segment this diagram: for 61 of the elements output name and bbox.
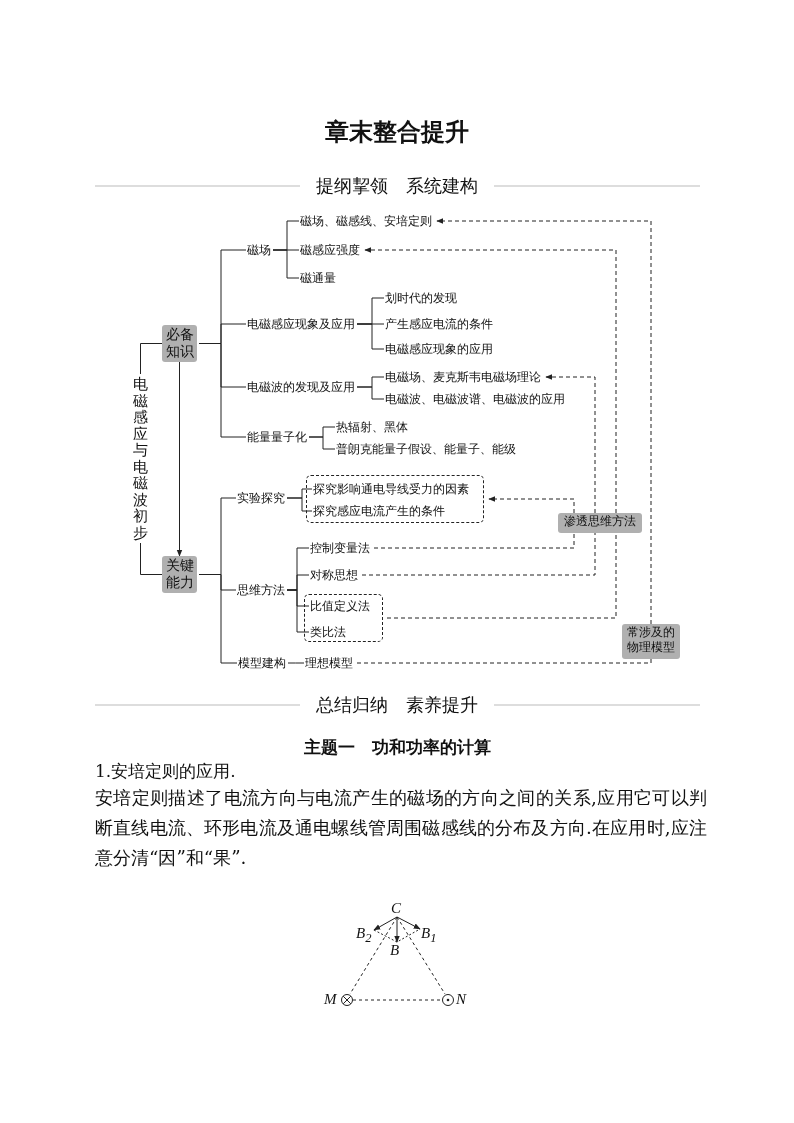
connector-line <box>176 361 183 557</box>
connector-line <box>308 436 336 450</box>
connector-line <box>287 662 305 664</box>
category-box: 关键能力 <box>162 556 197 593</box>
connector-line <box>140 542 163 575</box>
topic-label: 实验探究 <box>237 490 285 506</box>
body-paragraph: 安培定则描述了电流方向与电流产生的磁场的方向之间的关系,应用它可以判断直线电流、环形电流及通电螺线管周围磁感线的分布及方向.在应用时,应注意分清“因”和“果”. <box>95 786 707 870</box>
topic-label: 控制变量法 <box>310 540 370 556</box>
dashed-group-box <box>304 594 383 642</box>
point-label: N <box>456 991 466 1008</box>
dashed-connector <box>361 532 596 576</box>
dashed-connector <box>545 374 596 514</box>
topic-label: 普朗克能量子假设、能量子、能级 <box>336 441 516 457</box>
point-label: M <box>324 991 337 1008</box>
topic-label: 热辐射、黑体 <box>336 419 408 435</box>
connector-line <box>286 589 310 633</box>
topic-label: 思维方法 <box>237 582 285 598</box>
topic-label: 对称思想 <box>310 567 358 583</box>
section-heading: 总结归纳 素养提升 <box>315 695 479 715</box>
category-box: 渗透思维方法 <box>558 513 642 533</box>
dashed-connector <box>364 247 617 514</box>
dashed-group-box <box>306 475 484 523</box>
topic-label: 电磁波的发现及应用 <box>247 379 355 395</box>
point-label: B$_{2}$ <box>356 925 372 946</box>
point-label: B$_{1}$ <box>421 925 437 946</box>
point-label: B <box>390 942 400 959</box>
connector-line <box>286 497 313 512</box>
topic-label: 划时代的发现 <box>385 290 457 306</box>
topic-label: 能量量子化 <box>247 429 307 445</box>
dashed-connector <box>373 532 575 549</box>
topic-label: 类比法 <box>310 624 346 640</box>
topic-heading: 主题一 功和功率的计算 <box>302 736 492 759</box>
connector-line <box>140 343 163 375</box>
dashed-connector <box>436 218 652 625</box>
topic-label: 探究影响通电导线受力的因素 <box>313 481 469 497</box>
topic-label: 电磁感应现象及应用 <box>247 316 355 332</box>
topic-label: 磁场 <box>247 242 271 258</box>
point-label: C <box>391 900 401 917</box>
connector-line <box>356 386 385 400</box>
topic-label: 磁通量 <box>300 270 336 286</box>
topic-label: 产生感应电流的条件 <box>385 316 493 332</box>
topic-label: 磁感应强度 <box>300 242 360 258</box>
topic-label: 比值定义法 <box>310 598 370 614</box>
page-title: 章末整合提升 <box>324 116 470 148</box>
topic-label: 探究感应电流产生的条件 <box>313 503 445 519</box>
connector-line <box>356 323 385 350</box>
category-box: 必备知识 <box>162 325 197 362</box>
dashed-connector <box>386 532 617 619</box>
topic-label: 电磁场、麦克斯韦电磁场理论 <box>385 369 541 385</box>
topic-label: 模型建构 <box>238 655 286 671</box>
dashed-connector <box>488 496 575 514</box>
dashed-connector <box>356 658 652 664</box>
topic-label: 理想模型 <box>305 655 353 671</box>
section-heading: 提纲挈领 系统建构 <box>315 176 479 196</box>
topic-label: 磁场、磁感线、安培定则 <box>300 213 432 229</box>
category-box: 常涉及的物理模型 <box>622 624 680 659</box>
connector-line <box>272 249 300 279</box>
subheading: 1.安培定则的应用. <box>95 760 236 783</box>
topic-label: 电磁感应现象的应用 <box>385 341 493 357</box>
topic-label: 电磁波、电磁波谱、电磁波的应用 <box>385 391 565 407</box>
root-topic-label: 电磁感应与电磁波初步 <box>133 376 148 541</box>
